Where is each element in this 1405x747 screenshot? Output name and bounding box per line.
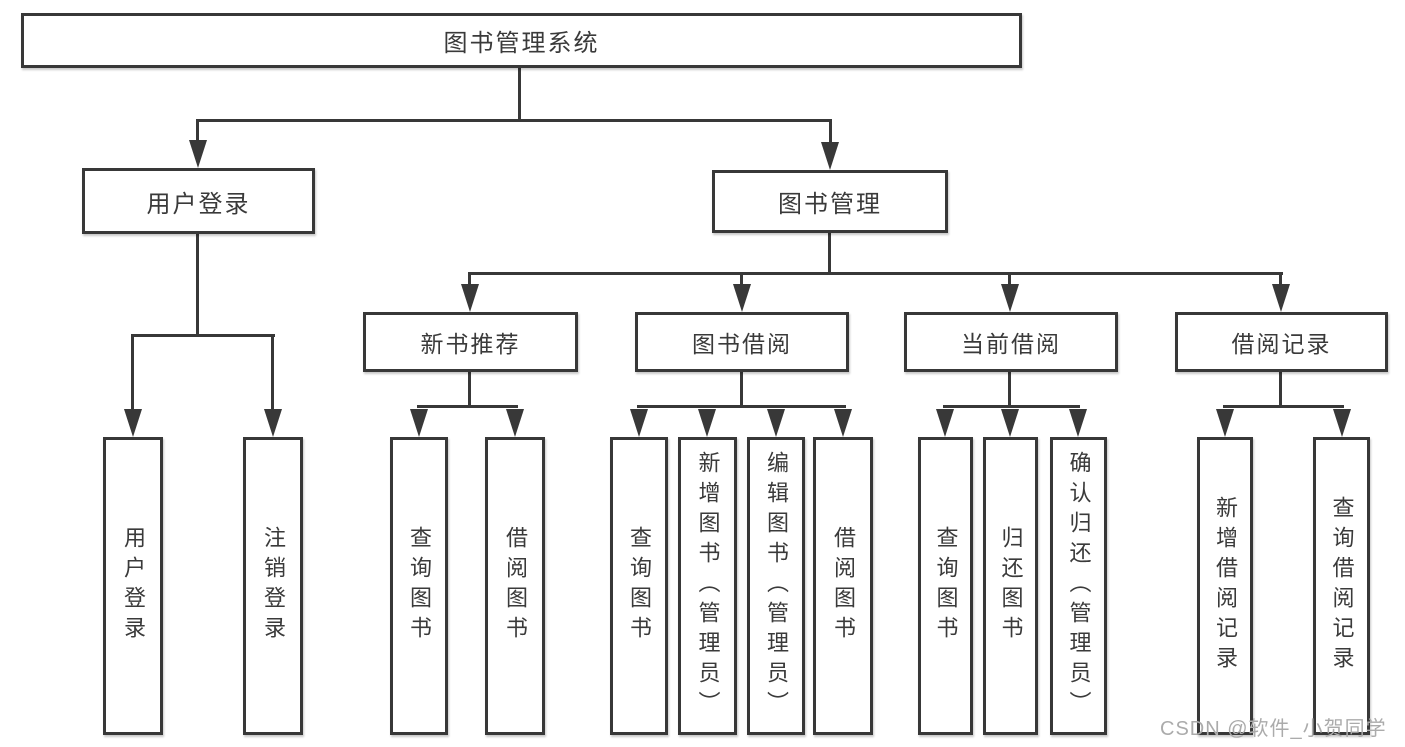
node-new-book-recommend: 新书推荐 bbox=[363, 312, 578, 372]
node-label: 图书管理系统 bbox=[443, 30, 600, 57]
arrowhead-down-icon bbox=[767, 409, 785, 437]
arrowhead-down-icon bbox=[821, 142, 839, 170]
connector-line bbox=[196, 119, 199, 143]
connector-line bbox=[740, 372, 743, 408]
node-label: 借阅图书 bbox=[503, 526, 528, 646]
arrowhead-down-icon bbox=[124, 409, 142, 437]
arrowhead-down-icon bbox=[630, 409, 648, 437]
node-label: 查询图书 bbox=[933, 526, 959, 646]
connector-line bbox=[637, 405, 846, 408]
arrowhead-down-icon bbox=[834, 409, 852, 437]
connector-line bbox=[1008, 372, 1011, 408]
leaf-return-books: 归还图书 bbox=[983, 437, 1038, 735]
node-label: 查询图书 bbox=[627, 526, 652, 646]
leaf-query-borrow-record: 查询借阅记录 bbox=[1313, 437, 1370, 735]
leaf-confirm-return-admin: 确认归还（管理员） bbox=[1050, 437, 1107, 735]
node-borrowing-records: 借阅记录 bbox=[1175, 312, 1388, 372]
node-root-system: 图书管理系统 bbox=[21, 13, 1022, 68]
leaf-logout: 注销登录 bbox=[243, 437, 303, 735]
connector-line bbox=[1008, 272, 1011, 288]
node-label: 新增图书（管理员） bbox=[695, 451, 721, 721]
leaf-edit-books-admin: 编辑图书（管理员） bbox=[747, 437, 805, 735]
arrowhead-down-icon bbox=[461, 284, 479, 312]
node-label: 确认归还（管理员） bbox=[1066, 451, 1092, 721]
node-label: 新书推荐 bbox=[420, 331, 521, 357]
arrowhead-down-icon bbox=[733, 284, 751, 312]
connector-line bbox=[196, 119, 832, 122]
node-current-borrowing: 当前借阅 bbox=[904, 312, 1118, 372]
arrowhead-down-icon bbox=[1069, 409, 1087, 437]
connector-line bbox=[196, 234, 199, 337]
node-label: 图书借阅 bbox=[692, 331, 792, 357]
node-label: 注销登录 bbox=[261, 526, 286, 646]
leaf-borrow-books-recommend: 借阅图书 bbox=[485, 437, 545, 735]
connector-line bbox=[829, 119, 832, 145]
arrowhead-down-icon bbox=[1333, 409, 1351, 437]
connector-line bbox=[468, 372, 471, 408]
connector-line bbox=[828, 233, 831, 275]
arrowhead-down-icon bbox=[698, 409, 716, 437]
node-book-borrowing: 图书借阅 bbox=[635, 312, 849, 372]
leaf-query-books-borrow: 查询图书 bbox=[610, 437, 668, 735]
leaf-add-books-admin: 新增图书（管理员） bbox=[678, 437, 737, 735]
node-label: 当前借阅 bbox=[961, 331, 1061, 357]
node-label: 编辑图书（管理员） bbox=[764, 451, 789, 721]
node-label: 用户登录 bbox=[146, 190, 251, 218]
connector-line bbox=[518, 68, 521, 122]
leaf-user-login: 用户登录 bbox=[103, 437, 163, 735]
arrowhead-down-icon bbox=[1216, 409, 1234, 437]
arrowhead-down-icon bbox=[1272, 284, 1290, 312]
connector-line bbox=[131, 334, 134, 412]
leaf-query-books-recommend: 查询图书 bbox=[390, 437, 448, 735]
connector-line bbox=[943, 405, 1080, 408]
arrowhead-down-icon bbox=[1001, 284, 1019, 312]
node-label: 归还图书 bbox=[998, 526, 1024, 646]
connector-line bbox=[131, 334, 275, 337]
node-label: 借阅记录 bbox=[1231, 331, 1332, 357]
node-label: 新增借阅记录 bbox=[1213, 496, 1238, 676]
node-user-login-branch: 用户登录 bbox=[82, 168, 315, 234]
arrowhead-down-icon bbox=[264, 409, 282, 437]
leaf-borrow-books: 借阅图书 bbox=[813, 437, 873, 735]
node-label: 借阅图书 bbox=[831, 526, 856, 646]
node-book-management: 图书管理 bbox=[712, 170, 948, 233]
csdn-watermark: CSDN @软件_小贺同学 bbox=[1160, 718, 1387, 740]
arrowhead-down-icon bbox=[506, 409, 524, 437]
connector-line bbox=[1279, 272, 1282, 288]
leaf-add-borrow-record: 新增借阅记录 bbox=[1197, 437, 1253, 735]
connector-line bbox=[740, 272, 743, 288]
node-label: 用户登录 bbox=[121, 526, 146, 646]
connector-line bbox=[1279, 372, 1282, 408]
connector-line bbox=[1223, 405, 1344, 408]
connector-line bbox=[468, 272, 1283, 275]
node-label: 查询借阅记录 bbox=[1329, 496, 1355, 676]
connector-line bbox=[468, 272, 471, 288]
arrowhead-down-icon bbox=[1001, 409, 1019, 437]
node-label: 图书管理 bbox=[778, 191, 882, 218]
node-label: 查询图书 bbox=[407, 526, 432, 646]
arrowhead-down-icon bbox=[189, 140, 207, 168]
arrowhead-down-icon bbox=[410, 409, 428, 437]
connector-line bbox=[271, 334, 274, 412]
connector-line bbox=[417, 405, 518, 408]
arrowhead-down-icon bbox=[936, 409, 954, 437]
leaf-query-books-current: 查询图书 bbox=[918, 437, 973, 735]
